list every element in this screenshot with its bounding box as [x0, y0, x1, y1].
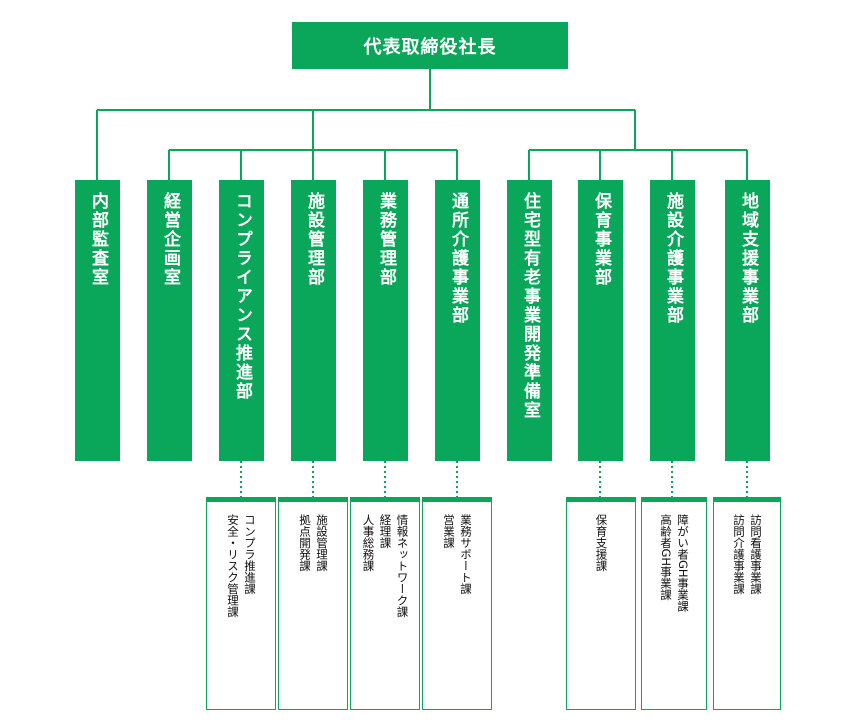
dept-label: 業務管理部 — [376, 192, 396, 287]
dept-community-support: 地域支援事業部 — [725, 180, 770, 461]
dept-label: 内部監査室 — [88, 192, 108, 287]
section-line: 拠点開発課 — [298, 514, 312, 572]
section-line: 訪問介護事業課 — [732, 514, 746, 595]
section-line: 人事総務課 — [361, 514, 376, 572]
dept-compliance: コンプライアンス推進部 — [219, 180, 264, 461]
section-box-day-care: 業務サポート課 営業課 — [422, 497, 492, 710]
dept-label: 施設管理部 — [304, 192, 324, 287]
section-line: 営業課 — [442, 514, 456, 549]
dept-label: 保育事業部 — [591, 192, 611, 287]
dept-day-care: 通所介護事業部 — [435, 180, 480, 461]
dept-label: 地域支援事業部 — [738, 192, 758, 325]
section-box-facility-care: 障がい者GH事業課 高齢者GH事業課 — [641, 497, 707, 710]
section-line: 施設管理課 — [315, 514, 329, 572]
dept-label: 経営企画室 — [160, 192, 180, 287]
section-line: 経理課 — [378, 514, 393, 549]
section-line: 障がい者GH事業課 — [676, 514, 690, 613]
dept-operations: 業務管理部 — [363, 180, 408, 461]
section-line: コンプラ推進課 — [243, 514, 257, 595]
dept-childcare: 保育事業部 — [578, 180, 623, 461]
section-line: 安全・リスク管理課 — [226, 514, 240, 618]
dotted-links — [240, 461, 748, 497]
section-box-facility: 施設管理課 拠点開発課 — [278, 497, 348, 710]
section-box-community: 訪問看護事業課 訪問介護事業課 — [713, 497, 781, 710]
dept-label: 施設介護事業部 — [663, 192, 683, 325]
section-line: 業務サポート課 — [459, 514, 473, 595]
dept-internal-audit: 内部監査室 — [75, 180, 120, 461]
dept-housing-prep: 住宅型有老事業開発準備室 — [507, 180, 552, 461]
section-box-childcare: 保育支援課 — [566, 497, 636, 710]
section-box-compliance: コンプラ推進課 安全・リスク管理課 — [206, 497, 276, 710]
section-line: 訪問看護事業課 — [749, 514, 763, 595]
dept-label: コンプライアンス推進部 — [232, 192, 252, 401]
dept-label: 住宅型有老事業開発準備室 — [520, 192, 540, 420]
section-line: 保育支援課 — [594, 514, 609, 572]
dept-facility-care: 施設介護事業部 — [650, 180, 695, 461]
dept-label: 通所介護事業部 — [448, 192, 468, 325]
section-box-operations: 情報ネットワーク課 経理課 人事総務課 — [350, 497, 420, 710]
president-box: 代表取締役社長 — [292, 22, 568, 69]
section-line: 情報ネットワーク課 — [395, 514, 410, 618]
section-line: 高齢者GH事業課 — [659, 514, 673, 601]
dept-corporate-planning: 経営企画室 — [147, 180, 192, 461]
dept-facility-management: 施設管理部 — [291, 180, 336, 461]
president-label: 代表取締役社長 — [363, 36, 497, 58]
